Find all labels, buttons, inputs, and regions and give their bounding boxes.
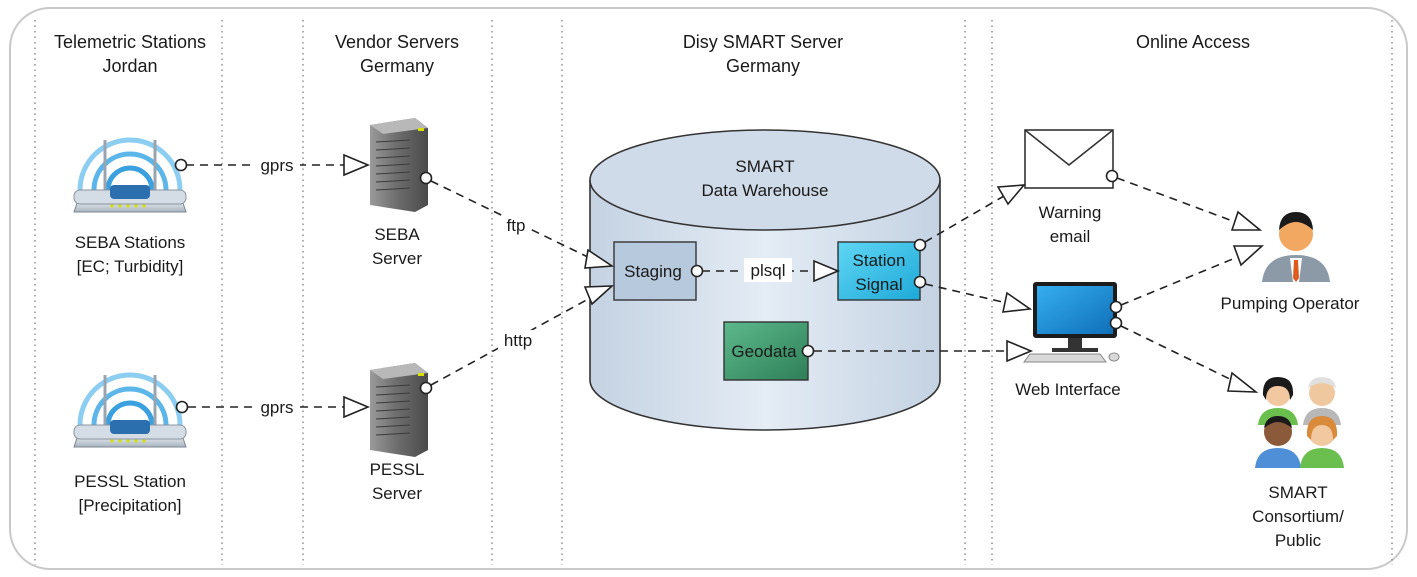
warning-email-label: Warning xyxy=(1039,203,1102,222)
consortium-sublabel-2: Public xyxy=(1275,531,1322,550)
plsql-label-bg xyxy=(744,258,792,282)
pumping-operator-label: Pumping Operator xyxy=(1221,294,1360,313)
signal-to-web-connector xyxy=(913,275,1033,313)
geodata-label: Geodata xyxy=(731,342,797,361)
web-to-operator-connector xyxy=(1109,245,1265,314)
pessl-server-label: PESSL xyxy=(370,460,425,479)
pessl-server-sublabel: Server xyxy=(372,484,422,503)
monitor-icon xyxy=(1023,282,1120,363)
column-title-telemetric: Telemetric Stations xyxy=(54,32,206,52)
consortium-label: SMART xyxy=(1268,483,1327,502)
group-people-icon xyxy=(1255,377,1344,468)
gprs-bottom-label-bg xyxy=(254,396,300,418)
http-label: http xyxy=(504,331,532,350)
web-to-consortium-connector xyxy=(1109,316,1259,393)
column-subtitle-disy: Germany xyxy=(726,56,800,76)
pessl-router-icon xyxy=(73,375,187,448)
ftp-label-bg xyxy=(502,215,530,235)
pessl-server-icon xyxy=(370,363,428,457)
pessl-station-label: PESSL Station xyxy=(74,472,186,491)
staging-box xyxy=(613,241,697,301)
column-subtitle-vendor: Germany xyxy=(360,56,434,76)
consortium-sublabel: Consortium/ xyxy=(1252,507,1344,526)
warehouse-subtitle: Data Warehouse xyxy=(702,181,829,200)
signal-to-email-connector xyxy=(913,184,1026,252)
gprs-bottom-label: gprs xyxy=(260,398,293,417)
column-title-disy: Disy SMART Server xyxy=(683,32,843,52)
station-signal-label: Station xyxy=(853,251,906,270)
geodata-to-web-connector xyxy=(801,339,1034,363)
seba-server-sublabel: Server xyxy=(372,249,422,268)
pessl-station-sublabel: [Precipitation] xyxy=(79,496,182,515)
operator-person-icon xyxy=(1262,212,1330,282)
envelope-icon xyxy=(1024,129,1114,189)
station-signal-box xyxy=(837,241,921,301)
column-title-vendor: Vendor Servers xyxy=(335,32,459,52)
station-signal-sublabel: Signal xyxy=(855,275,902,294)
warning-email-sublabel: email xyxy=(1050,227,1091,246)
seba-router-icon xyxy=(73,140,187,213)
gprs-top-connector xyxy=(174,153,371,177)
column-title-online: Online Access xyxy=(1136,32,1250,52)
column-subtitle-telemetric: Jordan xyxy=(102,56,157,76)
gprs-top-label: gprs xyxy=(260,156,293,175)
gprs-top-label-bg xyxy=(254,154,300,176)
seba-server-icon xyxy=(370,118,428,212)
ftp-label: ftp xyxy=(507,216,526,235)
email-to-operator-connector xyxy=(1105,169,1263,231)
seba-server-label: SEBA xyxy=(374,225,420,244)
staging-label: Staging xyxy=(624,262,682,281)
seba-station-label: SEBA Stations xyxy=(75,233,186,252)
web-interface-label: Web Interface xyxy=(1015,380,1121,399)
warehouse-title: SMART xyxy=(735,157,794,176)
http-label-bg xyxy=(498,330,538,350)
plsql-label: plsql xyxy=(751,261,786,280)
seba-station-sublabel: [EC; Turbidity] xyxy=(77,257,184,276)
